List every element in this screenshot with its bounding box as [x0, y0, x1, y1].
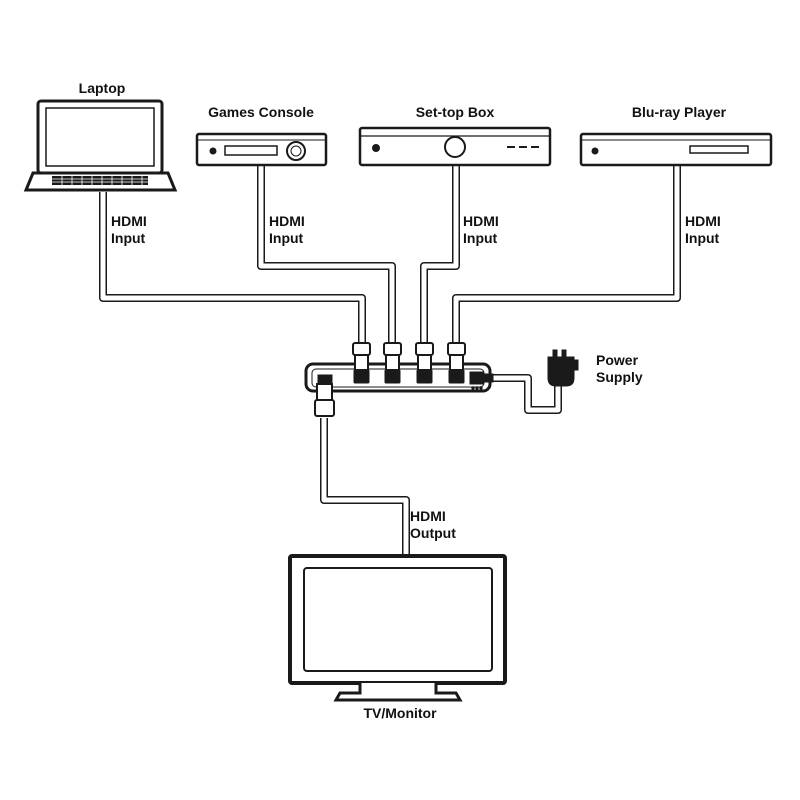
bluray-player-device — [579, 132, 773, 167]
laptop-device — [23, 99, 178, 192]
hdmi-switcher — [304, 342, 494, 417]
hdmi-text: HDMI — [463, 213, 499, 229]
power-jack — [469, 371, 494, 390]
settop-hdmi-input-label: HDMI Input — [463, 213, 499, 247]
laptop-hdmi-input-label: HDMI Input — [111, 213, 147, 247]
input-text: Input — [269, 230, 304, 246]
input-port-2 — [383, 342, 402, 384]
settop-box-label: Set-top Box — [415, 104, 495, 120]
hdmi-cables — [99, 166, 681, 556]
hdmi-text: HDMI — [410, 508, 446, 524]
console-hdmi-input-label: HDMI Input — [269, 213, 305, 247]
input-text: Input — [463, 230, 498, 246]
supply-text: Supply — [596, 369, 643, 385]
input-text: Input — [685, 230, 720, 246]
input-port-4 — [447, 342, 466, 384]
input-text: Input — [111, 230, 146, 246]
input-port-3 — [415, 342, 434, 384]
output-text: Output — [410, 525, 456, 541]
bluray-player-label: Blu-ray Player — [631, 104, 727, 120]
input-port-1 — [352, 342, 371, 384]
power-adapter — [547, 349, 579, 387]
hdmi-output-label: HDMI Output — [410, 508, 456, 542]
power-text: Power — [596, 352, 639, 368]
games-console-label: Games Console — [208, 104, 314, 120]
power-supply-label: Power Supply — [596, 352, 643, 386]
tv-monitor-device — [288, 554, 507, 702]
output-port — [314, 374, 335, 417]
bluray-hdmi-input-label: HDMI Input — [685, 213, 721, 247]
hdmi-text: HDMI — [685, 213, 721, 229]
hdmi-text: HDMI — [111, 213, 147, 229]
tv-monitor-label: TV/Monitor — [363, 705, 437, 721]
settop-box-device — [358, 126, 552, 167]
laptop-label: Laptop — [78, 80, 126, 96]
games-console-device — [195, 132, 328, 167]
hdmi-text: HDMI — [269, 213, 305, 229]
